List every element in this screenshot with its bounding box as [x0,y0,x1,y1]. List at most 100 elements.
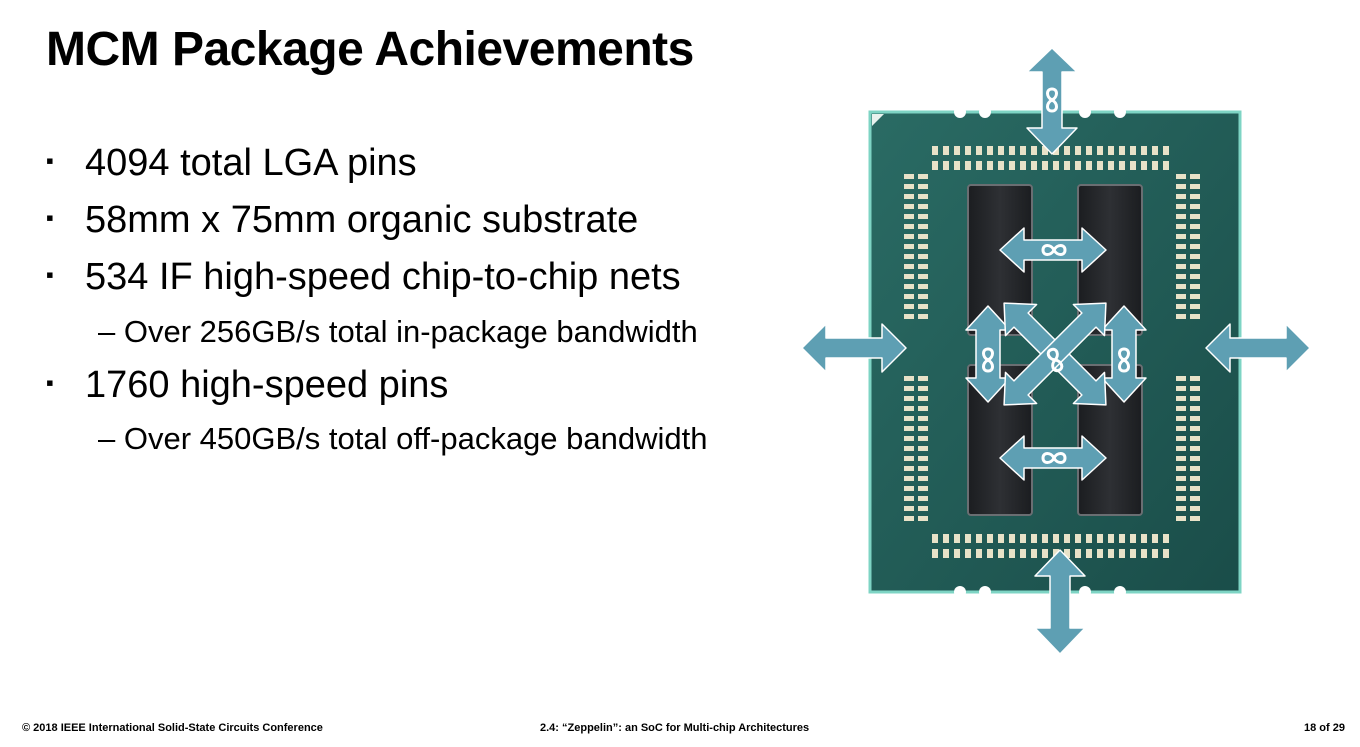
pad [904,396,914,401]
pad [1119,161,1125,170]
pad [1042,534,1048,543]
pad [1141,161,1147,170]
pad [1176,294,1186,299]
pad [918,426,928,431]
pad [918,174,928,179]
pad [987,549,993,558]
pad [918,386,928,391]
pad [943,549,949,558]
pad [904,376,914,381]
pad [918,294,928,299]
pad [1152,146,1158,155]
pad [987,534,993,543]
pad [1119,534,1125,543]
pad [904,506,914,511]
bullet-marker: ▪ [46,204,54,230]
pad [1176,254,1186,259]
pad [1130,549,1136,558]
arrow-off-package-left [801,323,907,373]
pad [1020,146,1026,155]
pad [965,549,971,558]
pad [932,146,938,155]
pad [1176,466,1186,471]
subbullet-off-package-bandwidth: – Over 450GB/s total off-package bandwid… [98,421,708,457]
pad [1086,549,1092,558]
pad [987,161,993,170]
bullet-text: 4094 total LGA pins [85,142,417,184]
pad [904,204,914,209]
pad [918,506,928,511]
pad [1042,146,1048,155]
pad [1097,549,1103,558]
pad [1190,304,1200,309]
pad [1176,386,1186,391]
pad [1031,161,1037,170]
pad [998,549,1004,558]
footer-session-title: 2.4: “Zeppelin”: an SoC for Multi-chip A… [540,722,810,734]
pad [1141,146,1147,155]
pad [918,466,928,471]
pad [1042,161,1048,170]
pad [904,224,914,229]
pad [918,304,928,309]
pad [1176,416,1186,421]
pad [904,294,914,299]
pad [918,486,928,491]
pad [1190,294,1200,299]
pad [1163,549,1169,558]
pad [1163,534,1169,543]
pad [918,446,928,451]
pad [918,184,928,189]
pad [904,476,914,481]
pad [918,314,928,319]
pad [918,456,928,461]
pad [1190,314,1200,319]
pad [1163,161,1169,170]
pad [1108,146,1114,155]
pad [918,234,928,239]
pad [998,161,1004,170]
subbullet-marker: – [98,314,116,349]
pad [904,184,914,189]
pad [1190,396,1200,401]
pad [1053,161,1059,170]
pad [954,161,960,170]
pad [1009,534,1015,543]
pad [904,234,914,239]
pad [976,146,982,155]
pad [1031,146,1037,155]
pad [904,284,914,289]
arrow-diagonal-2 [1003,302,1107,406]
pad [1176,264,1186,269]
pad [1176,314,1186,319]
pad [1190,254,1200,259]
pad [1130,146,1136,155]
pad [1176,234,1186,239]
pad [1130,534,1136,543]
pad [918,516,928,521]
pad [943,161,949,170]
pad [904,386,914,391]
pad [904,456,914,461]
pad [1075,146,1081,155]
pad [1119,549,1125,558]
pad [1141,549,1147,558]
pad [1190,224,1200,229]
pad [904,244,914,249]
pad [1152,549,1158,558]
pad [918,396,928,401]
arrow-die-to-die-left [965,305,1011,403]
pad [1020,534,1026,543]
mcm-package-figure [801,47,1311,655]
pad [1176,446,1186,451]
bullet-text: 1760 high-speed pins [85,364,449,406]
pad [918,194,928,199]
pad [1042,549,1048,558]
pad [1190,244,1200,249]
pad [918,496,928,501]
slide-title: MCM Package Achievements [46,23,694,76]
pad [904,406,914,411]
pad [987,146,993,155]
bullet-if-nets: ▪534 IF high-speed chip-to-chip nets [46,256,681,299]
pad [904,254,914,259]
